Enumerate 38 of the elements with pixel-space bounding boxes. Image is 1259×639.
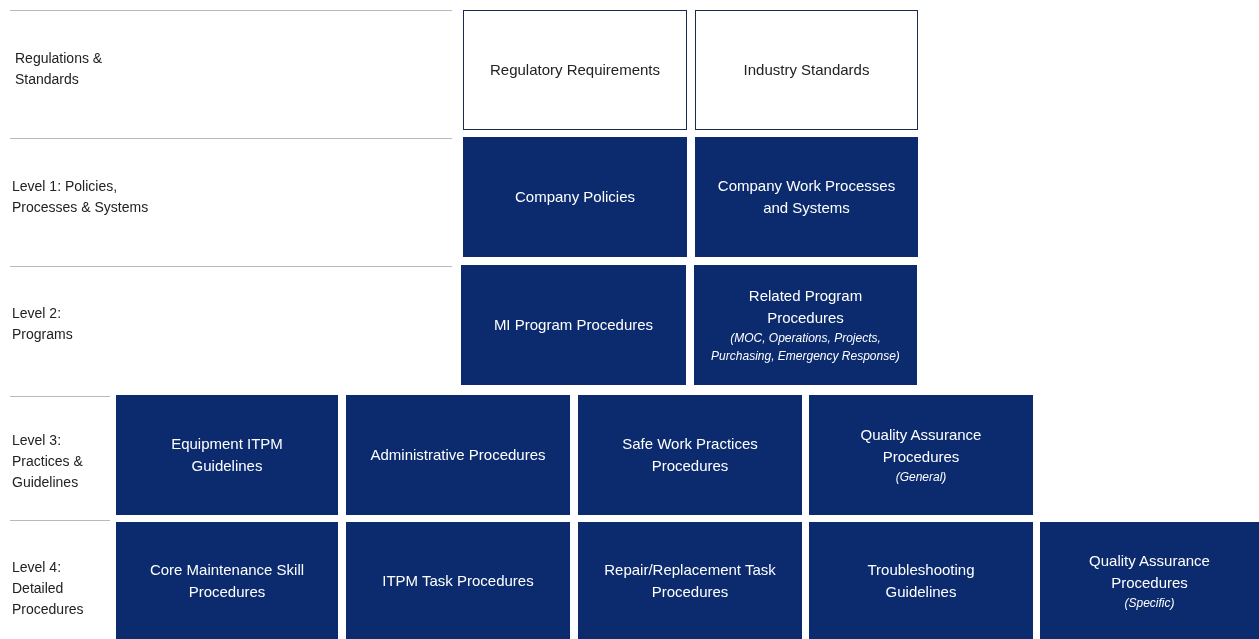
row-label: Level 4: Detailed Procedures	[12, 558, 85, 619]
level-box	[578, 522, 802, 639]
level-box	[463, 10, 687, 130]
box-title: Industry Standards	[743, 60, 870, 80]
level-box	[695, 10, 918, 130]
box-title: Company Policies	[514, 187, 636, 207]
row-label: Regulations & Standards	[15, 49, 104, 89]
level-box	[346, 522, 570, 639]
level-box	[578, 395, 802, 515]
box-title: Administrative Procedures	[370, 445, 546, 465]
box-note: (Specific)	[1124, 594, 1175, 612]
box-title: Quality Assurance Procedures	[1088, 550, 1211, 593]
level-box	[116, 395, 338, 515]
level-box	[1040, 522, 1259, 639]
row-label: Level 2: Programs	[12, 304, 74, 344]
box-title: Troubleshooting Guidelines	[866, 559, 976, 602]
box-title: Repair/Replacement Task Procedures	[603, 559, 777, 602]
level-box	[346, 395, 570, 515]
box-title: ITPM Task Procedures	[382, 570, 534, 591]
box-title: Related Program Procedures	[747, 286, 864, 328]
box-note: (General)	[895, 469, 947, 486]
box-title: MI Program Procedures	[493, 315, 654, 335]
box-title: Quality Assurance Procedures	[859, 425, 983, 467]
level-box	[809, 522, 1033, 639]
row-label: Level 1: Policies, Processes & Systems	[12, 177, 150, 217]
box-title: Core Maintenance Skill Procedures	[148, 559, 306, 602]
box-title: Company Work Processes and Systems	[716, 176, 897, 218]
level-box	[694, 265, 917, 385]
level-box	[461, 265, 686, 385]
box-title: Equipment ITPM Guidelines	[170, 434, 284, 476]
level-box	[809, 395, 1033, 515]
box-note: (MOC, Operations, Projects, Purchasing, Emergency Response)	[710, 330, 901, 365]
box-title: Regulatory Requirements	[489, 60, 661, 80]
level-box	[116, 522, 338, 639]
row-label: Level 3: Practices & Guidelines	[12, 431, 84, 492]
level-box	[695, 137, 918, 257]
box-title: Safe Work Practices Procedures	[621, 434, 759, 476]
level-box	[463, 137, 687, 257]
